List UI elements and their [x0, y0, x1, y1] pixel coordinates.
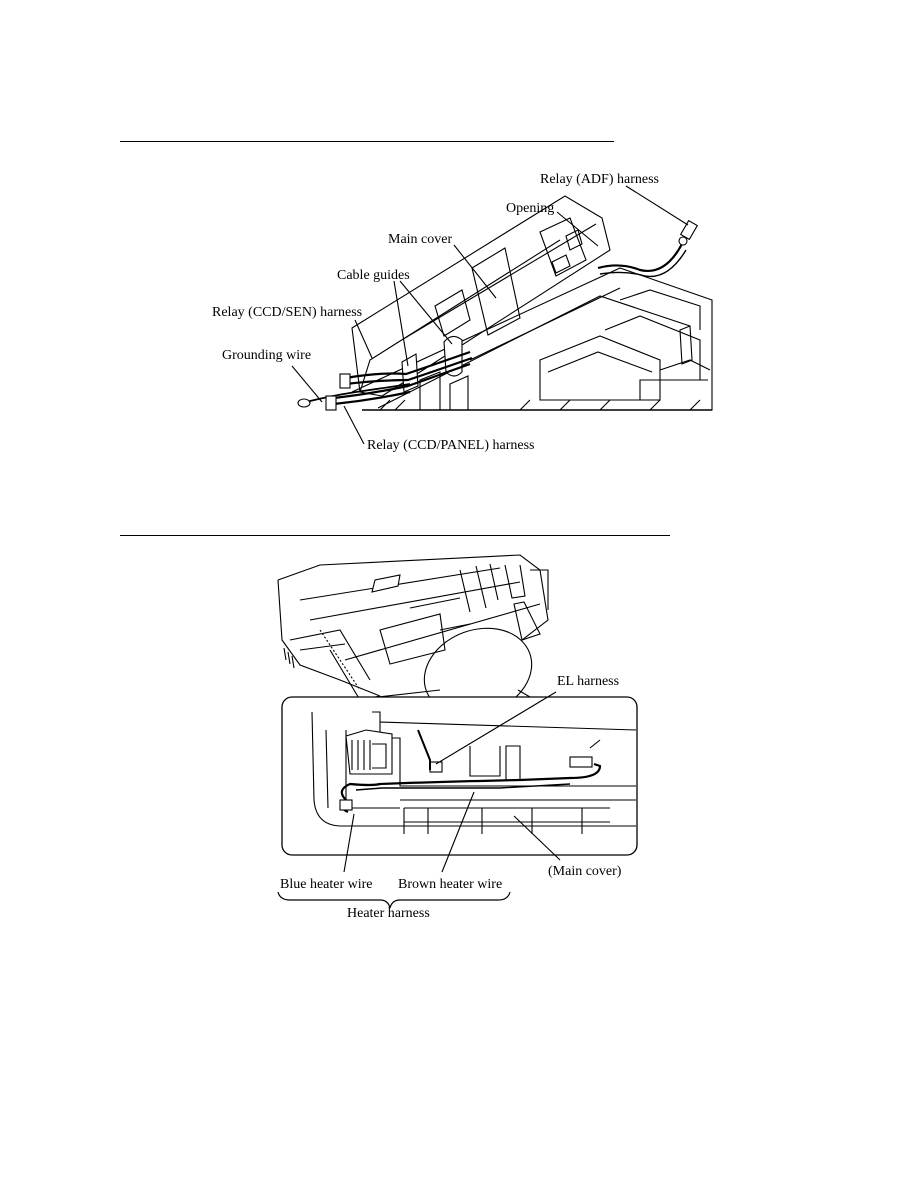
label-main-cover: Main cover	[388, 232, 453, 247]
label-relay-ccd-sen-harness: Relay (CCD/SEN) harness	[212, 305, 363, 320]
section-rule-top	[120, 141, 614, 142]
section-rule-middle	[120, 535, 670, 536]
label-heater-harness: Heater harness	[347, 906, 430, 921]
label-opening: Opening	[506, 201, 555, 216]
label-brown-heater-wire: Brown heater wire	[398, 877, 503, 892]
label-el-harness: EL harness	[557, 674, 620, 689]
label-relay-adf-harness: Relay (ADF) harness	[540, 172, 659, 187]
label-main-cover-paren: (Main cover)	[548, 864, 622, 879]
label-blue-heater-wire: Blue heater wire	[280, 877, 373, 892]
label-grounding-wire: Grounding wire	[222, 348, 312, 363]
label-cable-guides: Cable guides	[337, 268, 410, 283]
label-relay-ccd-panel-harness: Relay (CCD/PANEL) harness	[367, 438, 535, 453]
